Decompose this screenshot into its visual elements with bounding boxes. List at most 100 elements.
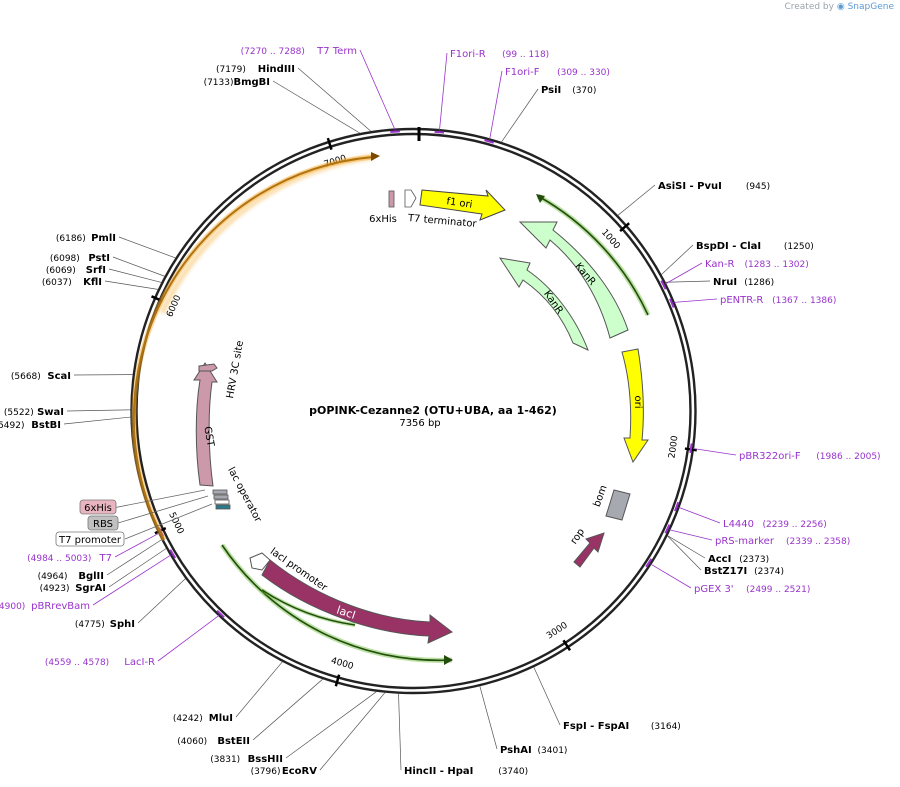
site-name-BstBI[interactable]: BstBI — [31, 420, 61, 431]
site-name-PshAI[interactable]: PshAI — [500, 745, 532, 756]
primer-range-LacI-R: (4559 .. 4578) — [45, 658, 109, 668]
f1-ori-label: f1 ori — [446, 196, 473, 211]
rbs-box[interactable] — [87, 515, 119, 531]
site-coord-FspI: (3164) — [651, 722, 681, 732]
site-name-BspDI[interactable]: BspDI - ClaI — [696, 241, 761, 252]
primer-name-T7 Term[interactable]: T7 Term — [316, 46, 357, 57]
orange-arc-glow — [159, 154, 374, 315]
site-name-MluI[interactable]: MluI — [209, 713, 233, 724]
primer-name-L4440[interactable]: L4440 — [723, 519, 754, 530]
site-name-FspI[interactable]: FspI - FspAI — [563, 721, 629, 732]
lac-operator-box-3[interactable] — [214, 499, 230, 505]
tick-mark-1000 — [619, 222, 630, 232]
hrv-3c-label: HRV 3C site — [225, 340, 246, 400]
boxed-labels: 6xHis RBS T7 promoter — [55, 489, 213, 547]
bom-box[interactable] — [605, 489, 631, 521]
t7-terminator-box[interactable] — [404, 189, 417, 208]
ori-arrow[interactable] — [621, 348, 649, 464]
lac-operator-box-4[interactable] — [215, 504, 231, 510]
primer-mark-F1ori-F — [484, 139, 494, 144]
primer-range-T7: (4984 .. 5003) — [27, 554, 91, 564]
primer-range-pBRrevBam: (4881 .. 4900) — [0, 602, 25, 612]
ori-label: ori — [632, 395, 643, 408]
site-coord-PshAI: (3401) — [538, 746, 568, 756]
site-name-PsiI[interactable]: PsiI — [541, 85, 561, 96]
laci-promoter-box[interactable] — [249, 552, 271, 571]
t7-promoter-box[interactable] — [55, 531, 125, 547]
his-tag-box-top[interactable] — [388, 190, 395, 208]
primer-name-pENTR-R[interactable]: pENTR-R — [720, 295, 763, 306]
primer-line-T7 — [114, 532, 160, 558]
kanr-arrow-outer[interactable] — [518, 221, 629, 339]
site-name-BssHII[interactable]: BssHII — [248, 754, 283, 765]
primer-name-LacI-R[interactable]: LacI-R — [124, 657, 155, 668]
site-line-MluI — [235, 661, 283, 718]
site-name-SgrAI[interactable]: SgrAI — [75, 583, 106, 594]
snapgene-credit: Created by ◉ SnapGene — [784, 2, 894, 12]
site-line-AccI — [667, 535, 706, 559]
primer-line-F1ori-F — [489, 70, 503, 140]
hrv-3c-box[interactable] — [198, 363, 218, 372]
backbone-outer-circle — [130, 127, 697, 695]
primer-name-Kan-R[interactable]: Kan-R — [705, 259, 734, 270]
site-name-BmgBI[interactable]: BmgBI — [233, 77, 270, 88]
his-box-left[interactable] — [79, 499, 117, 515]
f1-ori-arrow[interactable] — [419, 189, 506, 221]
site-name-SrfI[interactable]: SrfI — [86, 265, 106, 276]
site-coord-BstZ17I: (2374) — [754, 567, 784, 577]
site-name-EcoRV[interactable]: EcoRV — [282, 766, 317, 777]
site-line-BstZ17I — [667, 535, 702, 571]
primer-name-pBR322ori-F[interactable]: pBR322ori-F — [739, 451, 801, 462]
primer-name-F1ori-R[interactable]: F1ori-R — [450, 49, 486, 60]
site-name-HindIII[interactable]: HindIII — [258, 64, 295, 75]
site-name-AccI[interactable]: AccI — [708, 554, 731, 565]
site-line-BglII — [106, 539, 162, 576]
site-coord-BssHII: (3831) — [210, 755, 240, 765]
gst-arrow[interactable] — [193, 362, 218, 487]
rop-label: rop — [569, 527, 587, 547]
primer-line-pBRrevBam — [92, 554, 172, 606]
site-name-AsiSI[interactable]: AsiSI - PvuI — [658, 181, 722, 192]
label-layer: PsiI(370)AsiSI - PvuI(945)BspDI - ClaI(1… — [0, 46, 881, 777]
primer-name-pGEX 3'[interactable]: pGEX 3' — [694, 584, 734, 595]
site-name-ScaI[interactable]: ScaI — [47, 371, 71, 382]
site-line-HincII — [398, 693, 402, 771]
site-name-NruI[interactable]: NruI — [713, 277, 737, 288]
primer-range-pBR322ori-F: (1986 .. 2005) — [816, 452, 880, 462]
site-name-SwaI[interactable]: SwaI — [37, 407, 64, 418]
tick-mark-7000 — [326, 137, 333, 150]
lac-operator-box-2[interactable] — [213, 494, 229, 500]
site-coord-PsiI: (370) — [572, 86, 596, 96]
primer-name-pRS-marker[interactable]: pRS-marker — [715, 536, 775, 547]
site-name-BglII[interactable]: BglII — [78, 571, 104, 582]
kanr-arrow-inner[interactable] — [498, 257, 589, 351]
site-name-BstEII[interactable]: BstEII — [217, 736, 250, 747]
primer-line-pBR322ori-F — [692, 448, 737, 456]
primer-range-pENTR-R: (1367 .. 1386) — [772, 296, 836, 306]
rop-arrow[interactable] — [573, 532, 605, 568]
site-name-PmlI[interactable]: PmlI — [91, 233, 116, 244]
site-line-KflI — [104, 280, 159, 290]
green-arc-lacip[interactable] — [261, 589, 356, 626]
bom-label: bom — [592, 484, 610, 509]
lac-operator-box-1[interactable] — [212, 489, 228, 495]
primer-name-T7[interactable]: T7 — [99, 553, 112, 564]
site-line-BstEII — [252, 678, 324, 741]
green-arc-bottom[interactable] — [221, 544, 453, 662]
site-name-SphI[interactable]: SphI — [110, 619, 135, 630]
primer-mark-pENTR-R — [669, 298, 675, 308]
primer-name-F1ori-F[interactable]: F1ori-F — [505, 67, 540, 78]
t7-promoter-leader — [124, 503, 213, 540]
site-name-BstZ17I[interactable]: BstZ17I — [704, 566, 747, 577]
site-name-KflI[interactable]: KflI — [83, 277, 102, 288]
site-coord-ScaI: (5668) — [11, 372, 41, 382]
site-name-PstI[interactable]: PstI — [88, 253, 110, 264]
primer-mark-pGEX 3' — [645, 558, 653, 568]
green-arc-top[interactable] — [537, 195, 649, 316]
orange-arc-feature[interactable] — [132, 156, 374, 541]
laci-arrow[interactable] — [261, 559, 453, 644]
tick-mark-4000 — [334, 674, 341, 687]
primer-name-pBRrevBam[interactable]: pBRrevBam — [31, 601, 90, 612]
site-name-HincII[interactable]: HincII - HpaI — [404, 766, 473, 777]
tick-mark-3000 — [562, 639, 572, 652]
